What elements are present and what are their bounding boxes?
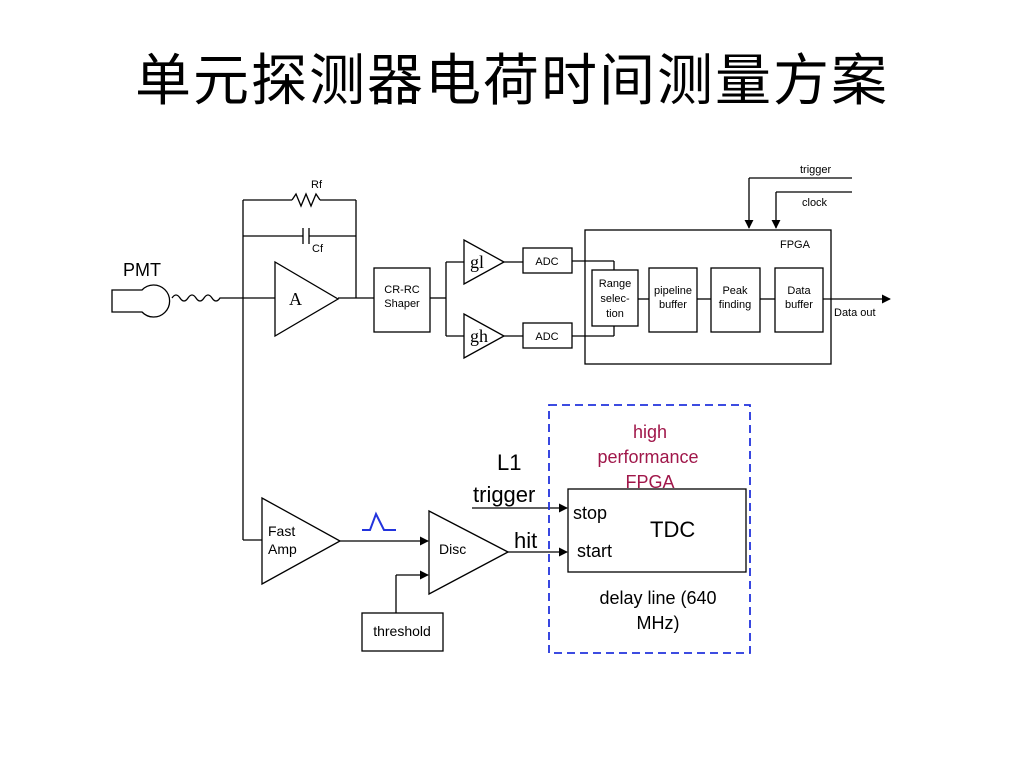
range-label-2: selec-: [600, 293, 630, 305]
hp-fpga-label-2: performance: [597, 447, 698, 467]
feedback-network: Rf Cf: [242, 179, 357, 540]
rf-label: Rf: [311, 179, 323, 191]
pulse-icon: [362, 511, 396, 531]
gain-high-amplifier: [463, 312, 506, 360]
pipeline-label-1: pipeline: [654, 285, 692, 297]
fast-amplifier: [261, 496, 342, 586]
tdc-block: [567, 488, 747, 573]
range-label-3: tion: [606, 308, 624, 320]
peak-label-2: finding: [719, 299, 751, 311]
pipeline-label-2: buffer: [659, 299, 687, 311]
discriminator: [428, 509, 510, 596]
data-label-2: buffer: [785, 299, 813, 311]
fpga-label: FPGA: [780, 239, 811, 251]
data-out-label: Data out: [834, 307, 876, 319]
high-performance-fpga-region: [548, 404, 751, 654]
tdc-label: TDC: [650, 517, 695, 542]
fast-amp-label-1: Fast: [268, 523, 295, 539]
slide-title: 单元探测器电荷时间测量方案: [135, 49, 889, 114]
pmt-icon: [111, 284, 171, 318]
cr-rc-shaper: [373, 267, 431, 333]
feedback-resistor: [291, 192, 321, 208]
pmt: PMT: [111, 260, 243, 318]
start-label: start: [577, 541, 612, 561]
delay-line-label-1: delay line (640: [599, 588, 716, 608]
charge-amplifier: [274, 260, 340, 338]
adc-bottom-label: ADC: [535, 331, 558, 343]
data-buffer: [774, 267, 824, 333]
gh-label: gh: [470, 326, 488, 346]
amplifier-label: A: [289, 289, 302, 309]
shaper-label-2: Shaper: [384, 298, 420, 310]
disc-label: Disc: [439, 541, 466, 557]
peak-label-1: Peak: [722, 285, 748, 297]
l1-trigger-label: trigger: [473, 482, 535, 507]
adc-top: [522, 247, 573, 274]
l1-label: L1: [497, 450, 521, 475]
trigger-label: trigger: [800, 164, 832, 176]
clock-label: clock: [802, 197, 828, 209]
gain-low-amplifier: [463, 238, 506, 286]
adc-top-label: ADC: [535, 256, 558, 268]
range-selection: [591, 269, 639, 327]
peak-finding: [710, 267, 761, 333]
threshold-box: [361, 612, 444, 652]
cf-label: Cf: [312, 243, 324, 255]
threshold-label: threshold: [373, 623, 431, 639]
hp-fpga-label-1: high: [633, 422, 667, 442]
delay-line-label-2: MHz): [637, 613, 680, 633]
pmt-label: PMT: [123, 260, 161, 280]
stop-label: stop: [573, 503, 607, 523]
fpga-block: [584, 229, 832, 365]
range-label-1: Range: [599, 278, 631, 290]
data-label-1: Data: [787, 285, 811, 297]
gl-label: gl: [470, 252, 484, 272]
adc-bottom: [522, 322, 573, 349]
shaper-label-1: CR-RC: [384, 284, 419, 296]
hit-label: hit: [514, 528, 537, 553]
fast-amp-label-2: Amp: [268, 541, 297, 557]
hp-fpga-label-3: FPGA: [625, 472, 674, 492]
pipeline-buffer: [648, 267, 698, 333]
